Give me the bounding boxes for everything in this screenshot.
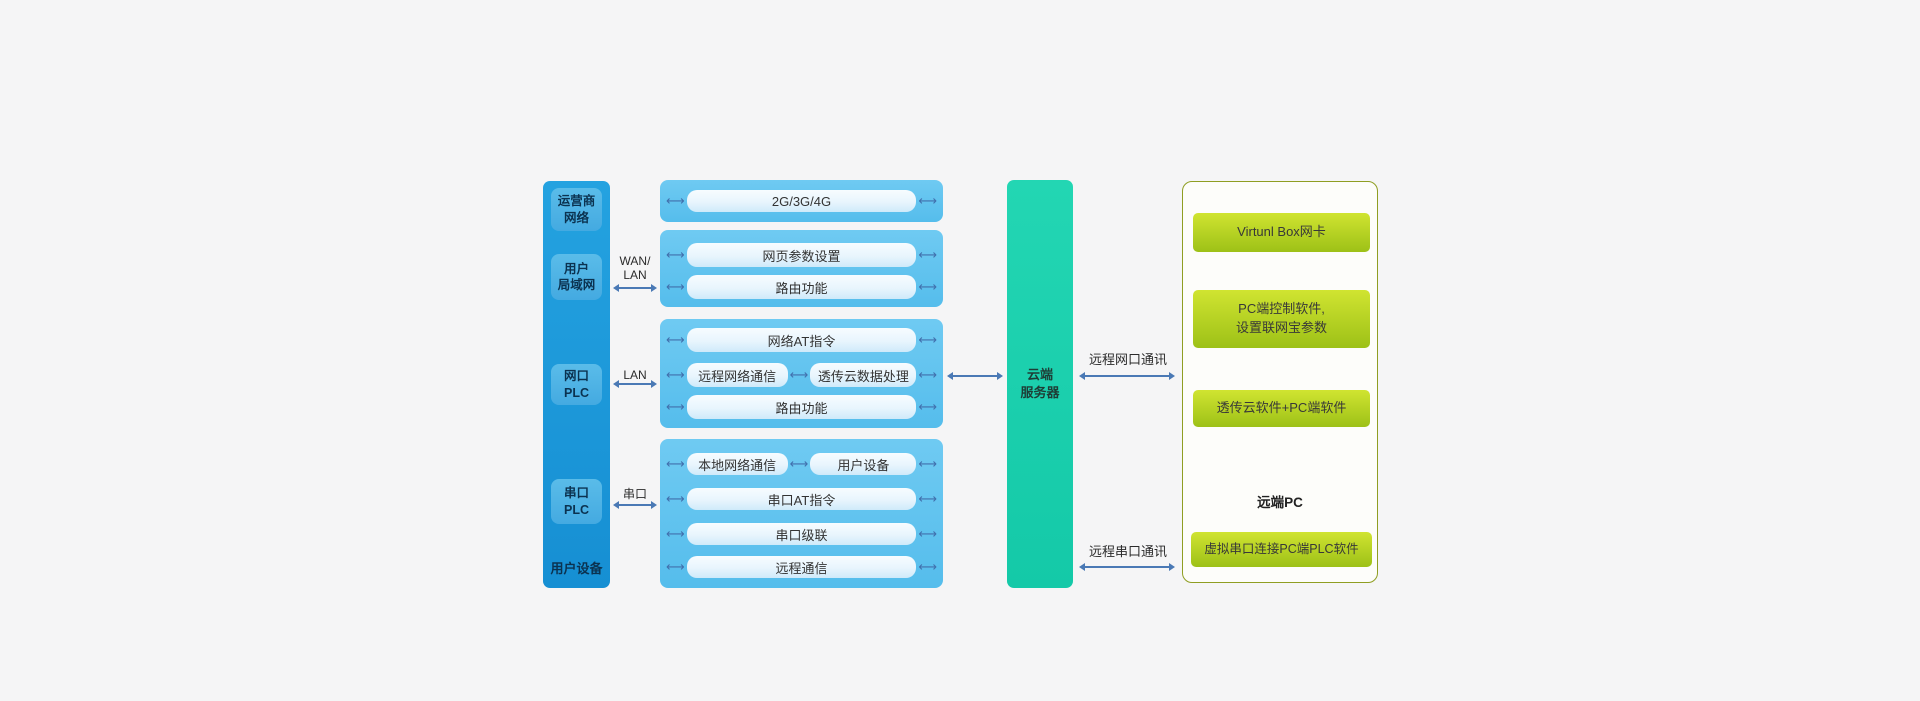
remote-net-comm-pill: 远程网络通信 [686, 363, 788, 387]
cloud-pc-software-button: 透传云软件+PC端软件 [1193, 390, 1370, 427]
ethernet-plc-label: 网口 PLC [551, 364, 602, 405]
virtualbox-nic-button: Virtunl Box网卡 [1193, 213, 1370, 252]
double-arrow-icon: ⟷ [918, 279, 937, 295]
double-arrow-icon: ⟷ [918, 247, 937, 263]
double-arrow-icon: ⟷ [666, 559, 685, 575]
user-lan-label: 用户 局域网 [551, 254, 602, 300]
double-arrow-icon: ⟷ [666, 193, 685, 209]
router-pill2: 路由功能 [686, 395, 917, 419]
user-devices-panel: 运营商 网络 用户 局域网 网口 PLC 串口 PLC 用户设备 [543, 181, 610, 588]
double-arrow-icon: ⟷ [666, 456, 685, 472]
double-arrow-icon: ⟷ [789, 456, 809, 472]
remote-serial-comm-label: 远程串口通讯 [1088, 544, 1167, 559]
serial-plc-group: ⟷ 本地网络通信 ⟷ 用户设备 ⟷ ⟷ 串口AT指令 ⟷ ⟷ 串口级联 ⟷ ⟷ … [660, 439, 943, 588]
net-at-pill: 网络AT指令 [686, 328, 917, 352]
double-arrow-icon: ⟷ [666, 526, 685, 542]
double-arrow-icon: ⟷ [666, 491, 685, 507]
serial-cascade-pill: 串口级联 [686, 523, 917, 545]
remote-net-comm-label: 远程网口通讯 [1088, 352, 1167, 367]
double-arrow-icon: ⟷ [918, 332, 937, 348]
virtual-serial-plc-button: 虚拟串口连接PC端PLC软件 [1191, 532, 1372, 567]
router-pill: 路由功能 [686, 275, 917, 299]
remote-pc-panel: Virtunl Box网卡 PC端控制软件, 设置联网宝参数 透传云软件+PC端… [1182, 181, 1378, 583]
serial-at-pill: 串口AT指令 [686, 488, 917, 510]
double-arrow-icon: ⟷ [666, 332, 685, 348]
serial-arrow-icon [613, 501, 657, 509]
serial-link-label: 串口 [622, 487, 647, 501]
double-arrow-icon: ⟷ [666, 367, 685, 383]
web-config-pill: 网页参数设置 [686, 243, 917, 267]
wan-lan-arrow-icon [613, 284, 657, 292]
group-to-cloud-arrow-icon [947, 372, 1003, 380]
double-arrow-icon: ⟷ [666, 279, 685, 295]
double-arrow-icon: ⟷ [918, 526, 937, 542]
double-arrow-icon: ⟷ [666, 247, 685, 263]
double-arrow-icon: ⟷ [789, 367, 809, 383]
user-device-pill: 用户设备 [810, 453, 917, 475]
lan-link-label: LAN [623, 368, 647, 382]
double-arrow-icon: ⟷ [918, 193, 937, 209]
user-devices-caption: 用户设备 [550, 561, 603, 576]
serial-plc-label: 串口 PLC [551, 479, 602, 524]
remote-net-arrow-icon [1079, 372, 1175, 380]
local-net-comm-pill: 本地网络通信 [686, 453, 788, 475]
net-plc-group: ⟷ 网络AT指令 ⟷ ⟷ 远程网络通信 ⟷ 透传云数据处理 ⟷ ⟷ 路由功能 ⟷ [660, 319, 943, 428]
remote-comm-pill: 远程通信 [686, 556, 917, 578]
remote-serial-arrow-icon [1079, 563, 1175, 571]
double-arrow-icon: ⟷ [666, 399, 685, 415]
cloud-data-pill: 透传云数据处理 [810, 363, 917, 387]
wan-lan-link-label: WAN/ LAN [619, 254, 651, 282]
double-arrow-icon: ⟷ [918, 491, 937, 507]
double-arrow-icon: ⟷ [918, 559, 937, 575]
remote-pc-caption: 远端PC [1257, 495, 1303, 510]
double-arrow-icon: ⟷ [918, 367, 937, 383]
pc-control-software-button: PC端控制软件, 设置联网宝参数 [1193, 290, 1370, 348]
cellular-pill: 2G/3G/4G [686, 190, 917, 212]
cellular-group: ⟷ 2G/3G/4G ⟷ [660, 180, 943, 222]
double-arrow-icon: ⟷ [918, 399, 937, 415]
double-arrow-icon: ⟷ [918, 456, 937, 472]
cloud-server-bar: 云端 服务器 [1007, 180, 1073, 588]
carrier-network-label: 运营商 网络 [551, 188, 602, 231]
lan-arrow-icon [613, 380, 657, 388]
router-group: ⟷ 网页参数设置 ⟷ ⟷ 路由功能 ⟷ [660, 230, 943, 307]
